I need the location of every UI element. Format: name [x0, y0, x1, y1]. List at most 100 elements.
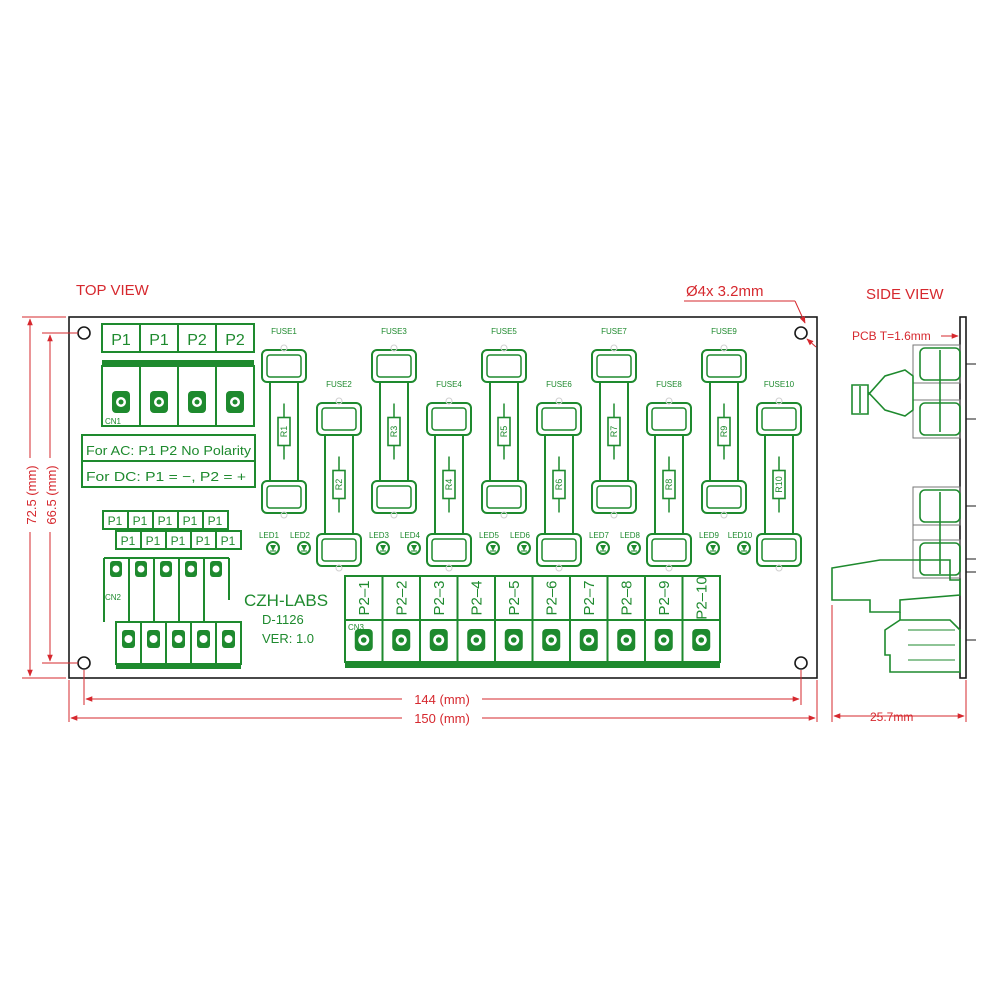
fuse-clip [481, 349, 527, 383]
side-view-drawing: PCB T=1.6mm [831, 316, 976, 724]
side-width-label: 25.7mm [870, 710, 913, 724]
cn3-label: CN3 [348, 623, 365, 632]
cn3-pin-label: P2–1 [356, 580, 373, 615]
cn1-pin-label: P1 [111, 332, 131, 349]
fuse-label: FUSE6 [546, 380, 572, 389]
led-icon [266, 541, 280, 555]
model-label: D-1126 [262, 612, 304, 627]
led-icon [517, 541, 531, 555]
fuse-clip [316, 402, 362, 436]
cn2-bottom-label: P1 [221, 534, 236, 548]
resistor-label: R5 [499, 426, 509, 438]
top-view-title: TOP VIEW [76, 282, 150, 299]
cn1-connector: P1 P1 P2 P2 CN1 [101, 323, 255, 427]
cn2-bottom-label: P1 [196, 534, 211, 548]
hole-spec-leader [794, 300, 806, 324]
led-icon [407, 541, 421, 555]
fuse-clip [481, 480, 527, 514]
resistor-label: R10 [774, 476, 784, 493]
cn2-top-label: P1 [158, 514, 173, 528]
resistor-label: R9 [719, 426, 729, 438]
led-icon [376, 541, 390, 555]
cn2-bottom-label: P1 [146, 534, 161, 548]
fuse-label: FUSE2 [326, 380, 352, 389]
brand-label: CZH-LABS [244, 591, 328, 610]
fuse-label: FUSE1 [271, 327, 297, 336]
fuse-clip [756, 533, 802, 567]
fuse-clip [261, 349, 307, 383]
resistor-body [497, 416, 511, 447]
cn3-pin-label: P2–6 [543, 580, 560, 615]
resistor-label: R1 [279, 426, 289, 438]
led-label: LED3 [369, 531, 390, 540]
fuse-clip [426, 402, 472, 436]
cn1-pin-label: P2 [187, 332, 207, 349]
resistor-body [607, 416, 621, 447]
cn1-label: CN1 [105, 417, 122, 426]
fuse-clip [701, 480, 747, 514]
led-label: LED9 [699, 531, 720, 540]
cn2-label: CN2 [105, 593, 122, 602]
led-label: LED4 [400, 531, 421, 540]
led-icon [486, 541, 500, 555]
fuse-clip [536, 533, 582, 567]
resistor-body [387, 416, 401, 447]
resistor-body [772, 469, 786, 500]
fuse-label: FUSE4 [436, 380, 462, 389]
fuse-clip [646, 402, 692, 436]
fuse-clip [426, 533, 472, 567]
led-label: LED1 [259, 531, 280, 540]
fuse-clip [371, 349, 417, 383]
led-label: LED8 [620, 531, 641, 540]
resistor-label: R4 [444, 479, 454, 491]
fuse-clip [646, 533, 692, 567]
led-icon [737, 541, 751, 555]
fuse-clip [591, 480, 637, 514]
led-icon [706, 541, 720, 555]
cn1-pin-label: P2 [225, 332, 245, 349]
resistor-body [662, 469, 676, 500]
cn1-pin-label: P1 [149, 332, 169, 349]
cn2-connector: P1 P1 P1 P1 P1 P1 P1 P1 P1 P1 CN2 [102, 510, 242, 669]
fuse-label: FUSE7 [601, 327, 627, 336]
pcb-thickness-label: PCB T=1.6mm [852, 329, 931, 343]
cn3-pin-label: P2–9 [656, 580, 673, 615]
resistor-label: R6 [554, 479, 564, 491]
resistor-body [717, 416, 731, 447]
polarity-dc-text: For DC: P1 = −, P2 = + [86, 469, 246, 484]
fuse-label: FUSE3 [381, 327, 407, 336]
fuse-clip [261, 480, 307, 514]
cn3-pin-label: P2–3 [431, 580, 448, 615]
polarity-note: For AC: P1 P2 No Polarity For DC: P1 = −… [81, 434, 256, 488]
fuse-clip [536, 402, 582, 436]
cn2-top-label: P1 [108, 514, 123, 528]
cn2-top-label: P1 [208, 514, 223, 528]
fuse-clip [371, 480, 417, 514]
led-label: LED10 [728, 531, 753, 540]
fuse-clip [316, 533, 362, 567]
resistor-body [277, 416, 291, 447]
fuse-clip [756, 402, 802, 436]
width-outer-label: 150 (mm) [414, 711, 470, 726]
cn2-top-label: P1 [183, 514, 198, 528]
hole-spec-arrow [806, 338, 817, 348]
fuse-label: FUSE5 [491, 327, 517, 336]
resistor-label: R2 [334, 479, 344, 491]
cn3-pin-label: P2–8 [618, 580, 635, 615]
led-icon [627, 541, 641, 555]
polarity-ac-text: For AC: P1 P2 No Polarity [86, 443, 252, 458]
led-label: LED2 [290, 531, 311, 540]
cn3-pin-label: P2–10 [693, 576, 710, 619]
led-label: LED5 [479, 531, 500, 540]
mounting-hole [794, 326, 808, 340]
led-icon [596, 541, 610, 555]
resistor-body [552, 469, 566, 500]
